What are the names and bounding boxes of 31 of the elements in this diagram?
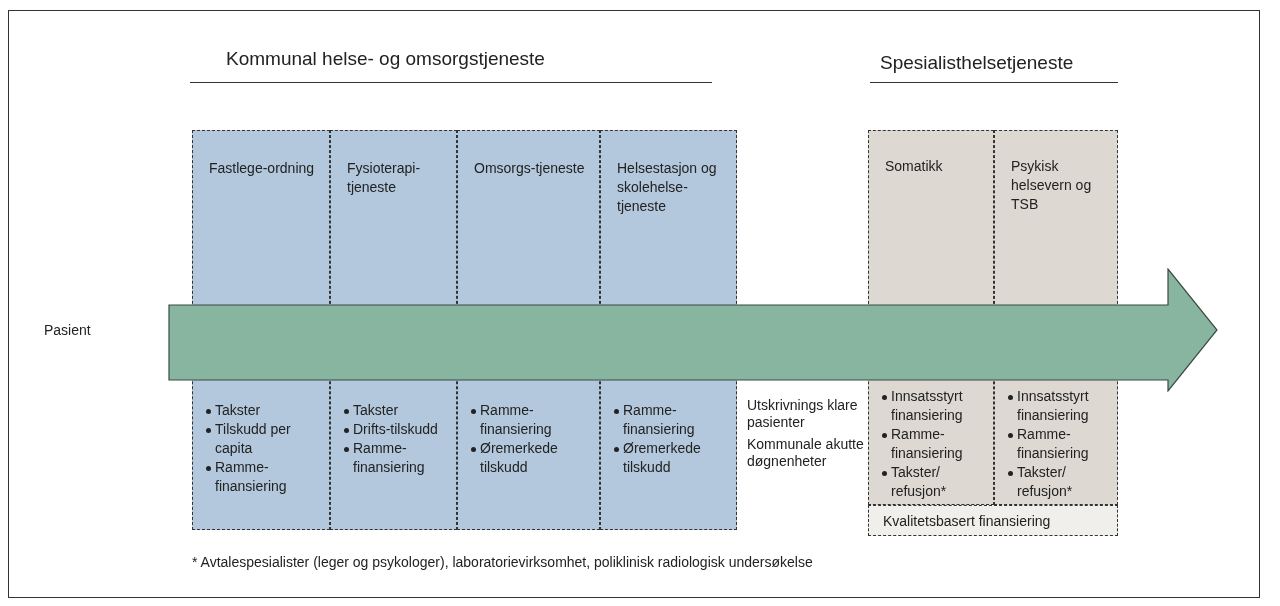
block-arrow [168,268,1218,392]
group-heading: Kommunal helse- og omsorgstjeneste [226,48,545,70]
side-note: Kommunale akutte døgnenheter [747,436,865,470]
side-label: Pasient [44,322,91,339]
group-heading: Spesialisthelsetjeneste [880,52,1074,74]
bullet-item: Drifts-tilskudd [353,421,438,437]
bullet-item: Ramme-finansiering [891,426,963,461]
bullet-item: Øremerkede tilskudd [623,440,701,475]
bullet-item: Ramme-finansiering [1017,426,1089,461]
column-heading: Omsorgs-tjeneste [474,159,586,178]
column-heading: Helsestasjon og skolehelse-tjeneste [617,159,718,216]
bullet-item: Takster/ refusjon* [891,464,947,499]
bullet-item: Ramme-finansiering [215,459,287,494]
bullet-item: Ramme-finansiering [353,440,425,475]
column-heading: Psykisk helsevern og TSB [1011,157,1093,214]
bullet-item: Innsatsstyrt finansiering [1017,388,1089,423]
column-heading: Fysioterapi-tjeneste [347,159,422,197]
footnote: * Avtalespesialister (leger og psykologer), laboratorievirksomhet, poliklinisk radiologisk undersøkelse [192,554,813,571]
column-heading: Somatikk [885,157,944,176]
bullet-item: Øremerkede tilskudd [480,440,558,475]
bullet-item: Tilskudd per capita [215,421,291,456]
bullet-item: Innsatsstyrt finansiering [891,388,963,423]
box-text: Kvalitetsbasert finansiering [883,512,1051,531]
bullet-item: Takster [353,402,399,418]
bullet-item: Ramme-finansiering [480,402,552,437]
side-note: Utskrivnings klare pasienter [747,397,859,431]
bullet-item: Ramme-finansiering [623,402,695,437]
column-box [868,505,1118,536]
bullet-item: Takster [215,402,261,418]
bullet-item: Takster/ refusjon* [1017,464,1073,499]
column-heading: Fastlege-ordning [209,159,316,178]
